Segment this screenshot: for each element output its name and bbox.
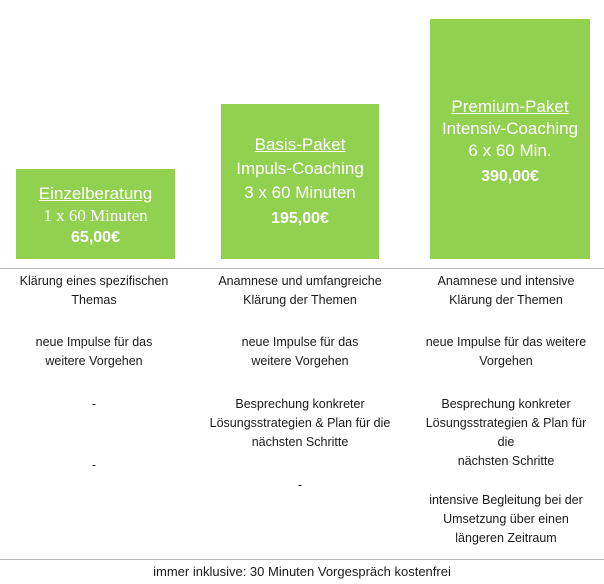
package-duration: 3 x 60 Minuten (244, 182, 356, 202)
package-einzelberatung: Einzelberatung 1 x 60 Minuten 65,00€ (16, 169, 175, 259)
feature-line: neue Impulse für das (241, 335, 359, 349)
divider-bottom (0, 559, 604, 560)
feature-line: neue Impulse für das (35, 335, 153, 349)
feature-line: Klärung eines spezifischen (19, 274, 169, 288)
package-type: Intensiv-Coaching (441, 119, 579, 138)
feature-line: - (91, 458, 97, 472)
divider-top (0, 268, 604, 269)
feature-line: Anamnese und intensive (437, 274, 575, 288)
feature-line: Besprechung konkreter (235, 397, 365, 411)
package-type: Impuls-Coaching (236, 158, 364, 178)
feature-line: Lösungsstrategien & Plan für (425, 416, 587, 430)
package-name[interactable]: Premium-Paket (451, 97, 569, 116)
package-premium: Premium-Paket Intensiv-Coaching 6 x 60 M… (430, 19, 590, 259)
feature-line: Umsetzung über einen (443, 512, 569, 526)
feature-basis-1: Anamnese und umfangreiche Klärung der Th… (207, 272, 393, 310)
footer-note: immer inklusive: 30 Minuten Vorgespräch … (153, 564, 451, 579)
feature-einzel-2: neue Impulse für das weitere Vorgehen (2, 333, 186, 371)
feature-line: Lösungsstrategien & Plan für die (209, 416, 391, 430)
feature-line: Klärung der Themen (449, 293, 563, 307)
feature-einzel-1: Klärung eines spezifischen Themas (2, 272, 186, 310)
feature-line: Themas (71, 293, 117, 307)
package-duration: 6 x 60 Min. (468, 141, 552, 160)
feature-line: die (497, 435, 515, 449)
feature-premium-2: neue Impulse für das weitere Vorgehen (412, 333, 600, 371)
feature-line: neue Impulse für das weitere (425, 335, 587, 349)
package-duration: 1 x 60 Minuten (43, 206, 148, 225)
package-name[interactable]: Basis-Paket (254, 134, 346, 154)
feature-einzel-4: - (2, 456, 186, 475)
feature-basis-3: Besprechung konkreter Lösungsstrategien … (207, 395, 393, 452)
feature-basis-4: - (207, 476, 393, 495)
feature-premium-4: intensive Begleitung bei der Umsetzung ü… (412, 491, 600, 548)
feature-line: nächsten Schritte (251, 435, 349, 449)
feature-premium-1: Anamnese und intensive Klärung der Theme… (412, 272, 600, 310)
feature-line: weitere Vorgehen (45, 354, 143, 368)
feature-line: nächsten Schritte (457, 454, 555, 468)
package-name[interactable]: Einzelberatung (38, 184, 153, 203)
feature-basis-2: neue Impulse für das weitere Vorgehen (207, 333, 393, 371)
feature-premium-3: Besprechung konkreter Lösungsstrategien … (412, 395, 600, 471)
feature-line: intensive Begleitung bei der (429, 493, 583, 507)
feature-line: Besprechung konkreter (441, 397, 571, 411)
feature-einzel-3: - (2, 395, 186, 414)
feature-line: - (91, 397, 97, 411)
feature-line: Anamnese und umfangreiche (218, 274, 382, 288)
feature-line: längeren Zeitraum (455, 531, 557, 545)
feature-line: Klärung der Themen (243, 293, 357, 307)
package-price: 390,00€ (481, 168, 539, 185)
feature-line: weitere Vorgehen (251, 354, 349, 368)
package-basis: Basis-Paket Impuls-Coaching 3 x 60 Minut… (221, 104, 379, 259)
feature-line: Vorgehen (479, 354, 533, 368)
feature-line: - (297, 478, 303, 492)
package-price: 65,00€ (71, 229, 120, 246)
package-price: 195,00€ (271, 209, 329, 227)
